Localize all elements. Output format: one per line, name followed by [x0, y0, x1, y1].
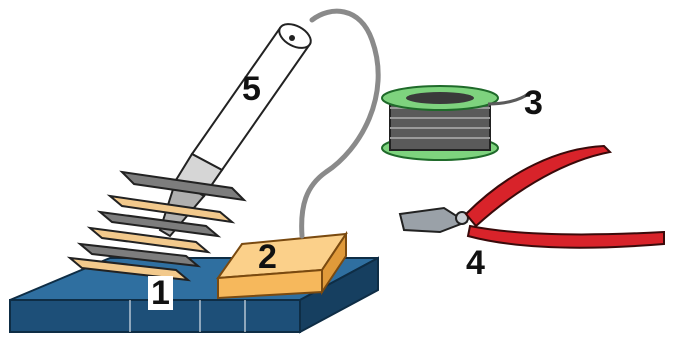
iron-cable — [302, 11, 379, 236]
label-solder: 3 — [524, 86, 543, 120]
label-sponge: 2 — [258, 240, 277, 274]
label-cutters: 4 — [466, 246, 485, 280]
soldering-iron-icon — [160, 19, 315, 236]
label-stand: 1 — [148, 276, 173, 310]
solder-spool-icon — [382, 86, 528, 160]
wire-cutters-icon — [400, 146, 664, 248]
label-iron: 5 — [242, 72, 261, 106]
